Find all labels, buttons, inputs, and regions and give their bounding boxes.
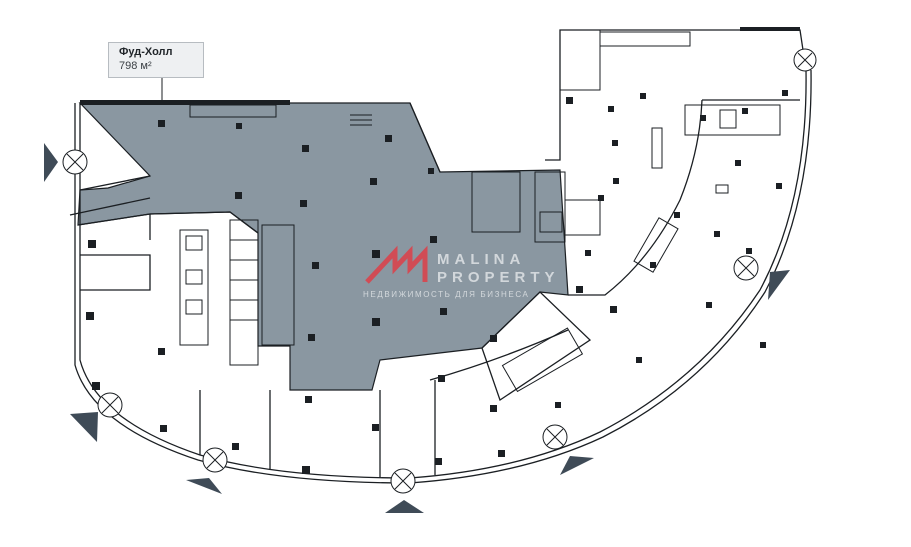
watermark: MALINA PROPERTY НЕДВИЖИМОСТЬ ДЛЯ БИЗНЕСА [363, 245, 560, 299]
building-outline [69, 29, 812, 484]
malina-logo-icon [365, 245, 428, 284]
door-x-icon [62, 48, 817, 494]
structural-columns [86, 90, 788, 474]
entrance-marker-icon[interactable] [44, 143, 790, 513]
watermark-line2: PROPERTY [437, 269, 560, 286]
thick-walls [80, 27, 800, 118]
callout-area: 798 м² [119, 60, 152, 72]
food-hall-callout[interactable]: Фуд-Холл 798 м² [108, 42, 204, 78]
callout-title: Фуд-Холл [119, 46, 173, 58]
watermark-line1: MALINA [437, 251, 525, 268]
food-hall-area[interactable] [77, 102, 569, 391]
watermark-tagline: НЕДВИЖИМОСТЬ ДЛЯ БИЗНЕСА [363, 290, 529, 299]
building-cores [179, 29, 781, 393]
